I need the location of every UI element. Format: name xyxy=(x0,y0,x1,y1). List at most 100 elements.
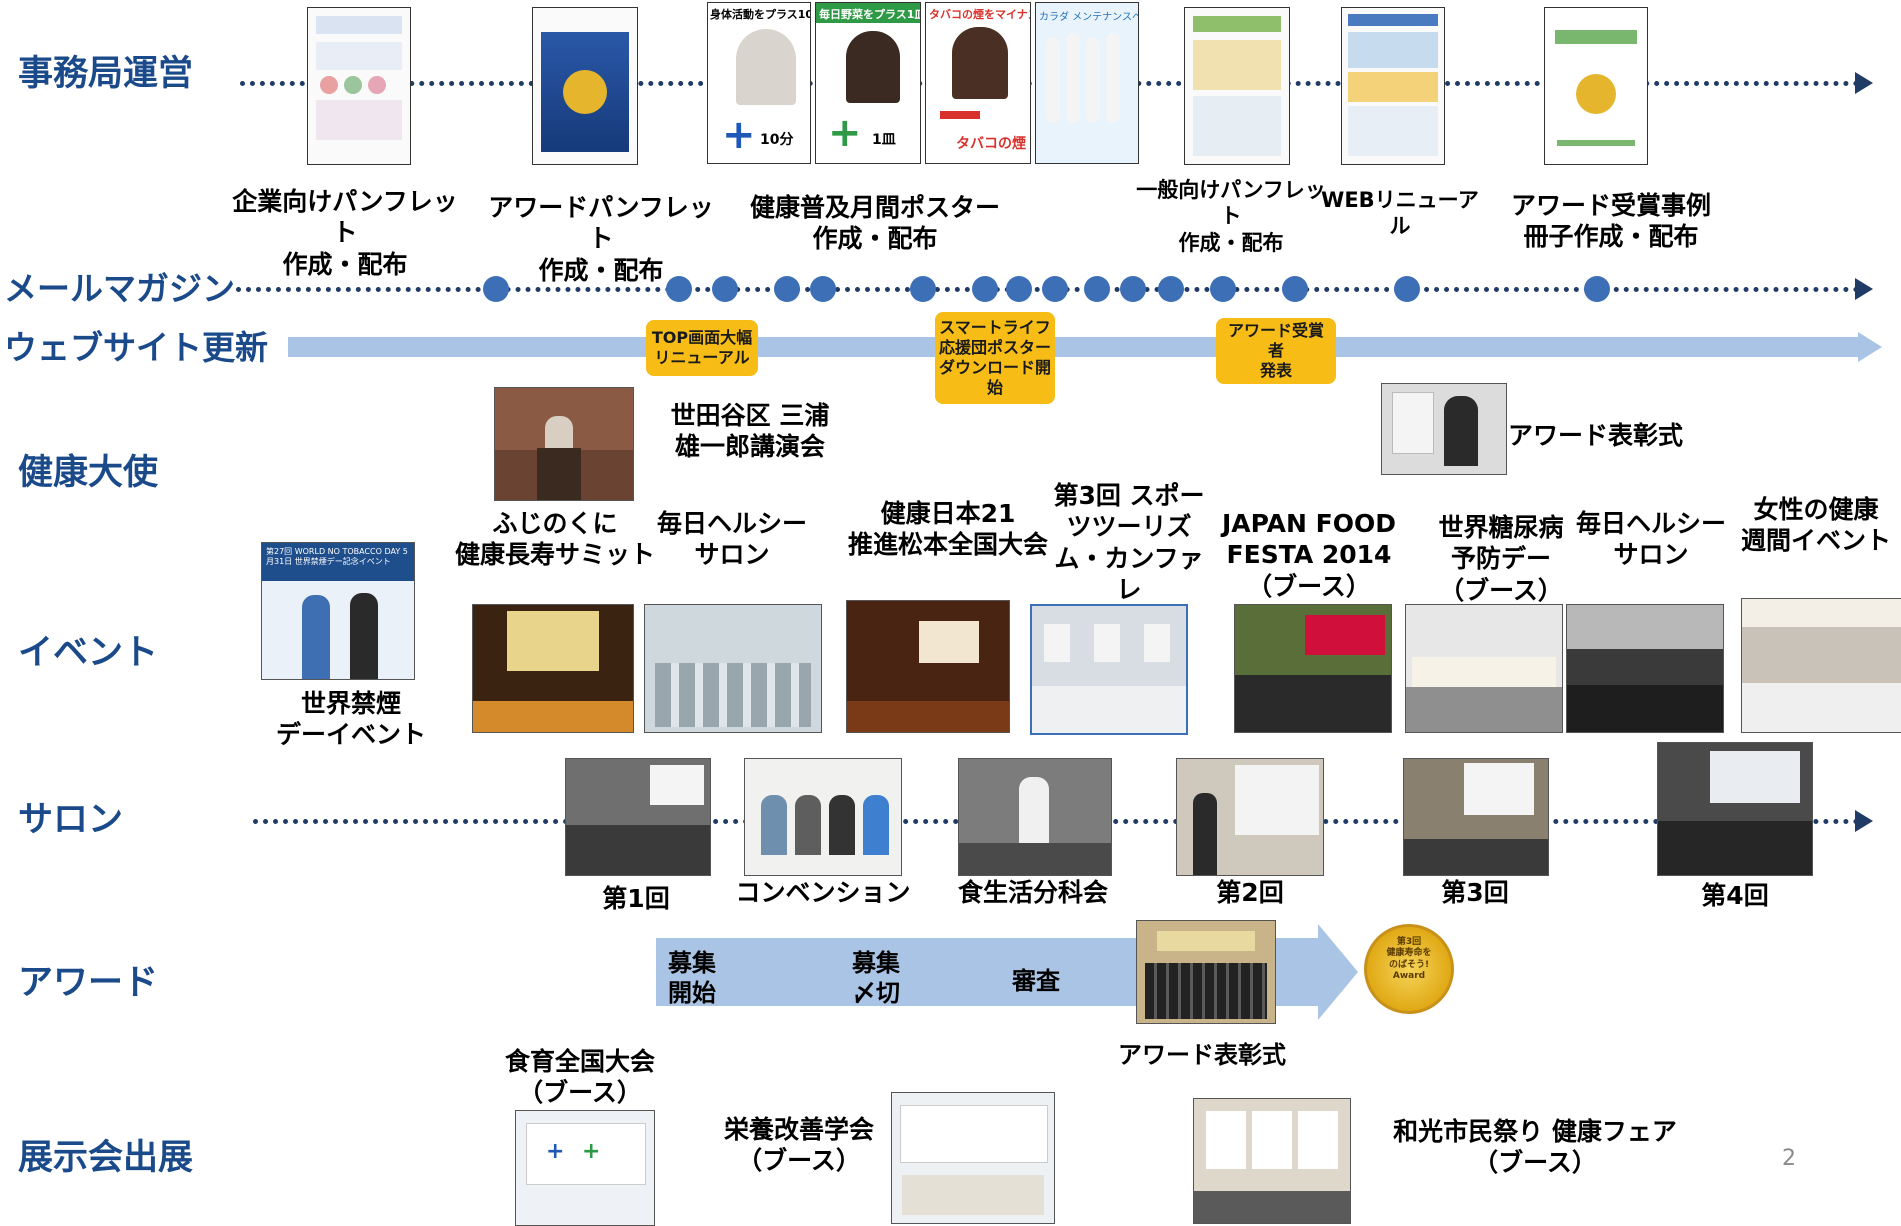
row-label-jimukyoku: 事務局運営 xyxy=(18,54,194,94)
caption-miura-lecture: 世田谷区 三浦 雄一郎講演会 xyxy=(670,401,830,462)
row-label-website: ウェブサイト更新 xyxy=(4,328,268,367)
caption-award-casebook: アワード受賞事例 冊子作成・配布 xyxy=(1510,191,1711,252)
salon-2-photo xyxy=(1176,758,1324,876)
plus-icon: + xyxy=(546,1139,565,1164)
poster-vegetable-thumb: 毎日野菜をプラス1皿 + 1皿 xyxy=(815,2,921,164)
miura-lecture-photo xyxy=(494,387,634,501)
salon-4-photo xyxy=(1657,742,1813,876)
poster-activity-thumb: 身体活動をプラス10分 + 10分 xyxy=(707,2,811,164)
mailmag-issue-dot xyxy=(972,276,998,302)
salon-1-photo xyxy=(565,758,711,876)
award-medal-text: 第3回 健康寿命を のばそう! Award xyxy=(1386,937,1432,981)
mailmag-issue-dot xyxy=(1084,276,1110,302)
poster-mark: 1皿 xyxy=(872,132,896,148)
caption-salon-convention: コンベンション xyxy=(735,878,911,907)
poster-tobacco-thumb: タバコの煙をマイナス タバコの煙 xyxy=(925,2,1031,164)
caption-nutrition-society: 栄養改善学会 （ブース） xyxy=(723,1115,874,1176)
plus-icon: + xyxy=(582,1139,601,1164)
wako-festival-booth-photo xyxy=(1193,1098,1351,1224)
caption-wako-festival: 和光市民祭り 健康フェア （ブース） xyxy=(1393,1117,1677,1178)
poster-title: タバコの煙をマイナス xyxy=(929,8,1031,21)
salon-convention-photo xyxy=(744,758,902,876)
caption-salon-1: 第1回 xyxy=(602,884,670,913)
mailmag-issue-dot xyxy=(810,276,836,302)
salon-diet-subcommittee-photo xyxy=(958,758,1112,876)
mailmag-issue-dot xyxy=(910,276,936,302)
caption-no-tobacco-day: 世界禁煙 デーイベント xyxy=(276,689,427,750)
mailmag-issue-dot xyxy=(1158,276,1184,302)
caption-healthy-salon-2: 毎日ヘルシー サロン xyxy=(1575,509,1726,570)
caption-general-pamphlet: 一般向けパンフレット 作成・配布 xyxy=(1136,178,1326,255)
award-band-arrowhead xyxy=(1318,924,1358,1020)
row-label-taishi: 健康大使 xyxy=(18,453,159,493)
general-pamphlet-thumb xyxy=(1184,7,1290,165)
caption-japan-food-festa: JAPAN FOOD FESTA 2014 （ブース） xyxy=(1222,509,1396,601)
award-step-close: 募集 〆切 xyxy=(852,949,900,1007)
healthy-salon-2-photo xyxy=(1566,604,1724,733)
caption-award-ceremony-ambassador: アワード表彰式 xyxy=(1508,421,1684,450)
caption-salon-4: 第4回 xyxy=(1701,881,1769,910)
poster-mark: 10分 xyxy=(760,132,794,148)
shokuiku-booth-photo: + + xyxy=(515,1110,655,1226)
healthy-salon-photo xyxy=(644,604,822,733)
timeline-arrowhead xyxy=(1855,278,1873,300)
fujinokuni-summit-photo xyxy=(472,604,634,733)
poster-title: カラダ メンテナンスへようこそ。 xyxy=(1039,12,1138,23)
mailmag-issue-dot xyxy=(666,276,692,302)
caption-award-ceremony: アワード表彰式 xyxy=(1118,1041,1286,1069)
nutrition-society-booth-photo xyxy=(891,1092,1055,1224)
website-update-top-renewal: TOP画面大幅 リニューアル xyxy=(646,320,758,376)
caption-matsumoto-convention: 健康日本21 推進松本全国大会 xyxy=(847,499,1048,560)
website-band-arrowhead xyxy=(1858,332,1882,362)
caption-web-renewal: WEBリニューアル xyxy=(1321,188,1479,239)
japan-food-festa-photo xyxy=(1234,604,1392,733)
mailmag-issue-dot xyxy=(1210,276,1236,302)
row-label-mailmag: メールマガジン xyxy=(4,269,235,308)
plus-icon: + xyxy=(828,110,862,156)
award-ceremony-group-photo xyxy=(1136,920,1276,1024)
caption-salon-2: 第2回 xyxy=(1216,878,1284,907)
row-label-tenji: 展示会出展 xyxy=(18,1138,194,1178)
timeline-arrowhead xyxy=(1855,72,1873,94)
row-label-salon: サロン xyxy=(18,800,124,840)
women-health-week-photo xyxy=(1741,598,1901,733)
caption-fujinokuni-summit: ふじのくに 健康長寿サミット xyxy=(455,509,656,570)
poster-title: 毎日野菜をプラス1皿 xyxy=(819,8,921,21)
caption-shokuiku-convention: 食育全国大会 （ブース） xyxy=(504,1047,655,1108)
corporate-pamphlet-thumb xyxy=(307,7,411,165)
mailmag-issue-dot xyxy=(1006,276,1032,302)
matsumoto-convention-photo xyxy=(846,600,1010,733)
award-step-review: 審査 xyxy=(1012,967,1060,995)
page-number: 2 xyxy=(1782,1146,1796,1171)
no-tobacco-day-photo: 第27回 WORLD NO TOBACCO DAY 5月31日 世界禁煙デー記念… xyxy=(261,542,415,680)
poster-mark: タバコの煙 xyxy=(956,136,1026,152)
caption-award-pamphlet: アワードパンフレット 作成・配布 xyxy=(488,193,714,285)
mailmag-issue-dot xyxy=(1042,276,1068,302)
diabetes-day-photo xyxy=(1405,604,1563,733)
caption-poster: 健康普及月間ポスター 作成・配布 xyxy=(749,193,1000,254)
website-timeline-band xyxy=(288,337,1860,357)
caption-salon-3: 第3回 xyxy=(1441,878,1509,907)
minus-icon xyxy=(940,111,980,119)
poster-title: 身体活動をプラス10分 xyxy=(710,8,810,21)
award-medal-icon: 第3回 健康寿命を のばそう! Award xyxy=(1364,924,1454,1014)
website-update-poster-download: スマートライフ 応援団ポスター ダウンロード開 始 xyxy=(935,312,1055,404)
mailmag-issue-dot xyxy=(712,276,738,302)
caption-salon-diet: 食生活分科会 xyxy=(957,878,1108,907)
caption-diabetes-day: 世界糖尿病 予防デー （ブース） xyxy=(1438,513,1564,605)
award-casebook-thumb xyxy=(1544,7,1648,165)
website-update-award-winners: アワード受賞 者 発表 xyxy=(1216,318,1336,384)
event-banner-text: 第27回 WORLD NO TOBACCO DAY 5月31日 世界禁煙デー記念… xyxy=(266,547,408,567)
web-renewal-thumb xyxy=(1341,7,1445,165)
row-label-award: アワード xyxy=(18,963,159,1003)
award-pamphlet-thumb xyxy=(532,7,638,165)
award-ceremony-ambassador-photo xyxy=(1381,383,1507,475)
poster-maintenance-thumb: カラダ メンテナンスへようこそ。 xyxy=(1035,2,1139,164)
mailmag-issue-dot xyxy=(1394,276,1420,302)
award-step-open: 募集 開始 xyxy=(668,949,716,1007)
caption-women-health-week: 女性の健康 週間イベント xyxy=(1740,495,1891,556)
caption-corporate-pamphlet: 企業向けパンフレット 作成・配布 xyxy=(232,187,458,279)
mailmag-issue-dot xyxy=(1120,276,1146,302)
mailmag-issue-dot xyxy=(483,276,509,302)
caption-healthy-salon: 毎日ヘルシー サロン xyxy=(656,509,807,570)
